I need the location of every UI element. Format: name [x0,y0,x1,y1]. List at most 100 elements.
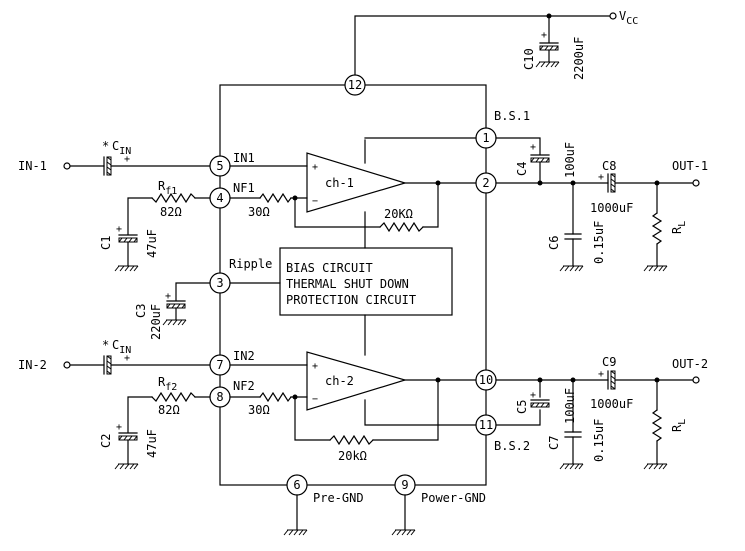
svg-text:+: + [124,353,130,364]
svg-text:+: + [541,30,547,41]
out2-terminal [692,376,700,384]
svg-text:7: 7 [216,358,223,372]
svg-text:3: 3 [216,276,223,290]
svg-text:5: 5 [216,159,223,173]
ground-icon [114,463,139,470]
rl1-label: RL [670,221,688,234]
in1-terminal [63,162,71,170]
c5-capacitor [530,399,550,408]
vcc-label: VCC [619,9,638,27]
c1-capacitor [118,234,138,243]
svg-text:9: 9 [401,478,408,492]
c10-value: 2200uF [572,37,586,80]
c10-label: C10 [522,48,536,70]
svg-text:+: + [165,291,171,302]
ground-icon [559,463,584,470]
cin1-label: CIN [112,139,131,157]
c1-value: 47uF [145,229,159,258]
c7-value: 0.15uF [592,419,606,462]
svg-text:10: 10 [479,373,493,387]
svg-text:+: + [312,162,318,173]
c4-label: C4 [515,162,529,176]
r20k-1-label: 20KΩ [384,207,413,221]
in2-terminal [63,361,71,369]
svg-text:6: 6 [293,478,300,492]
out1-terminal [692,179,700,187]
rf1-resistor [151,192,196,204]
nf2-pin-label: NF2 [233,379,255,393]
rl2-label: RL [670,419,688,432]
svg-text:*: * [102,338,109,352]
c6-label: C6 [547,236,561,250]
rl2-resistor [651,409,663,442]
svg-text:+: + [530,142,536,153]
svg-text:+: + [312,361,318,372]
c4-capacitor [530,154,550,163]
svg-text:*: * [102,139,109,153]
c5-label: C5 [515,400,529,414]
svg-text:+: + [116,422,122,433]
r30-2-label: 30Ω [248,403,270,417]
rf2-value: 82Ω [158,403,180,417]
svg-text:−: − [312,196,318,207]
r20k-resistor-2 [329,434,374,446]
c10-capacitor [539,42,559,51]
c9-capacitor [607,370,616,390]
c8-capacitor [607,173,616,193]
rf2-label: Rf2 [158,375,177,393]
svg-text:2: 2 [482,176,489,190]
r20k-2-label: 20kΩ [338,449,367,463]
r30-resistor-2 [259,391,292,403]
ch1-label: ch-1 [325,176,354,190]
rl1-resistor [651,212,663,245]
center-block-line2: THERMAL SHUT DOWN [286,277,409,291]
c8-value: 1000uF [590,201,633,215]
cin2-capacitor [103,355,112,375]
out1-label: OUT-1 [672,159,708,173]
svg-text:12: 12 [348,78,362,92]
bs2-label: B.S.2 [494,439,530,453]
c2-capacitor [118,432,138,441]
svg-text:+: + [124,154,130,165]
c1-label: C1 [99,236,113,250]
c7-label: C7 [547,436,561,450]
power-gnd-label: Power-GND [421,491,486,505]
svg-text:+: + [598,369,604,380]
c3-capacitor [166,300,186,309]
ground-icon [114,265,139,272]
svg-text:4: 4 [216,191,223,205]
vcc-terminal [609,12,617,20]
rf2-resistor [151,391,196,403]
rf1-label: Rf1 [158,179,177,197]
ripple-pin-label: Ripple [229,257,272,271]
c6-value: 0.15uF [592,221,606,264]
in2-label: IN-2 [18,358,47,372]
center-block-line1: BIAS CIRCUIT [286,261,373,275]
c8-label: C8 [602,159,616,173]
svg-text:+: + [598,172,604,183]
c2-label: C2 [99,434,113,448]
c4-value: 100uF [563,142,577,178]
ground-icon [283,529,308,536]
amplifier-ch2 [306,351,408,411]
pin-12 [344,74,366,96]
ground-icon [391,529,416,536]
svg-text:−: − [312,394,318,405]
in2-pin-label: IN2 [233,349,255,363]
ch2-label: ch-2 [325,374,354,388]
bs1-label: B.S.1 [494,109,530,123]
cin2-label: CIN [112,338,131,356]
cin1-capacitor [103,156,112,176]
c9-label: C9 [602,355,616,369]
in1-pin-label: IN1 [233,151,255,165]
c5-value: 100uF [563,388,577,424]
svg-text:1: 1 [482,131,489,145]
nf1-pin-label: NF1 [233,181,255,195]
amplifier-ch1 [306,152,408,213]
c9-value: 1000uF [590,397,633,411]
svg-text:8: 8 [216,390,223,404]
ground-icon [643,265,668,272]
r30-1-label: 30Ω [248,205,270,219]
